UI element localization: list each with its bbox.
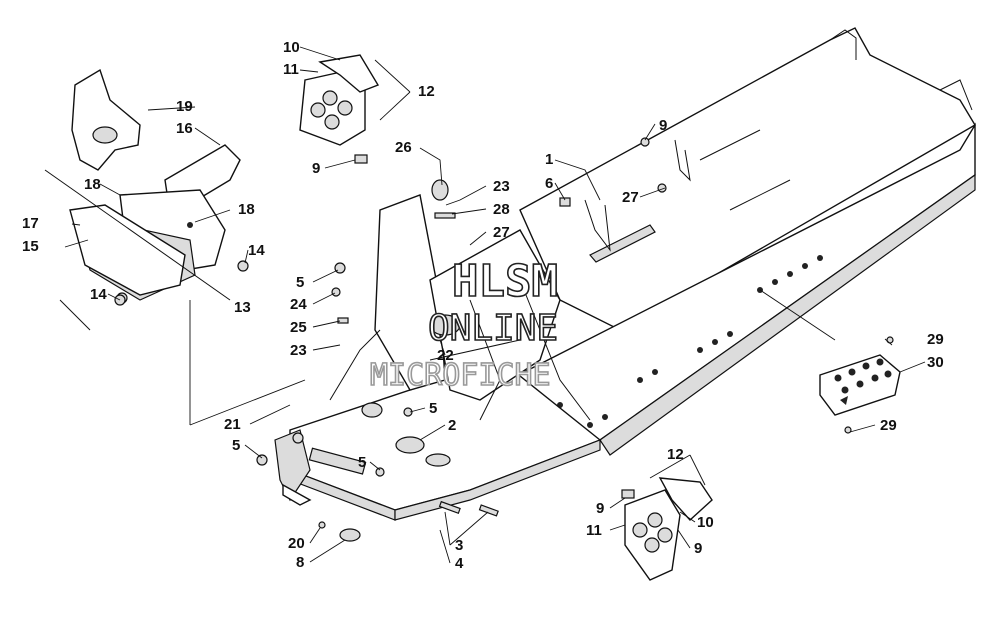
callout-2: 2 <box>448 417 456 434</box>
callout-24: 24 <box>290 296 307 313</box>
callout-29-top: 29 <box>927 331 944 348</box>
chassis-tunnel <box>439 27 976 491</box>
rail-holes <box>557 255 823 428</box>
callout-29-bottom: 29 <box>880 417 897 434</box>
fasteners <box>114 137 894 542</box>
callout-26: 26 <box>395 139 412 156</box>
steering-support <box>44 68 249 331</box>
callout-9-deck: 9 <box>659 117 667 134</box>
callout-21: 21 <box>224 416 241 433</box>
leader-lines <box>64 46 926 564</box>
callout-12-top: 12 <box>418 83 435 100</box>
callout-18-left: 18 <box>84 176 101 193</box>
callout-27-left: 27 <box>493 224 510 241</box>
callout-18-right: 18 <box>238 201 255 218</box>
callout-5-d: 5 <box>358 454 366 471</box>
callout-11-top: 11 <box>283 61 299 78</box>
toe-hold-lower <box>621 477 713 581</box>
callout-10-bottom: 10 <box>697 514 714 531</box>
callout-9-bottom-right: 9 <box>694 540 702 557</box>
callout-9-top: 9 <box>312 160 320 177</box>
callout-13: 13 <box>234 299 251 316</box>
callout-1: 1 <box>545 151 553 168</box>
watermark-line-1: HLSM <box>452 256 558 307</box>
callout-23-bottom: 23 <box>290 342 307 359</box>
callout-17: 17 <box>22 215 39 232</box>
callout-5-b: 5 <box>232 437 240 454</box>
callout-23-top: 23 <box>493 178 510 195</box>
callout-10-top: 10 <box>283 39 300 56</box>
callout-15: 15 <box>22 238 39 255</box>
callout-5-c: 5 <box>429 400 437 417</box>
callout-28: 28 <box>493 201 510 218</box>
callout-27-right: 27 <box>622 189 639 206</box>
callout-8: 8 <box>296 554 304 571</box>
callout-labels: 10 11 12 9 19 16 18 18 17 15 14 14 13 26… <box>22 39 944 572</box>
callout-16: 16 <box>176 120 193 137</box>
callout-9-bottom-left: 9 <box>596 500 604 517</box>
callout-3: 3 <box>455 537 463 554</box>
callout-20: 20 <box>288 535 305 552</box>
toe-hold-upper <box>299 54 380 164</box>
callout-14-left: 14 <box>90 286 107 303</box>
watermark: HLSM ONLINE MICROFICHE <box>369 255 559 394</box>
callout-30: 30 <box>927 354 944 371</box>
callout-6: 6 <box>545 175 553 192</box>
callout-14-right: 14 <box>248 242 265 259</box>
callout-11-bottom: 11 <box>586 522 602 539</box>
watermark-line-2: ONLINE <box>428 308 558 349</box>
callout-25: 25 <box>290 319 307 336</box>
footrest-plate <box>819 354 901 416</box>
callout-4: 4 <box>455 555 464 572</box>
callout-19: 19 <box>176 98 193 115</box>
front-bulkhead <box>274 194 602 521</box>
callout-12-bottom: 12 <box>667 446 684 463</box>
callout-22: 22 <box>437 347 454 364</box>
callout-5-a: 5 <box>296 274 304 291</box>
watermark-line-3: MICROFICHE <box>370 358 551 393</box>
